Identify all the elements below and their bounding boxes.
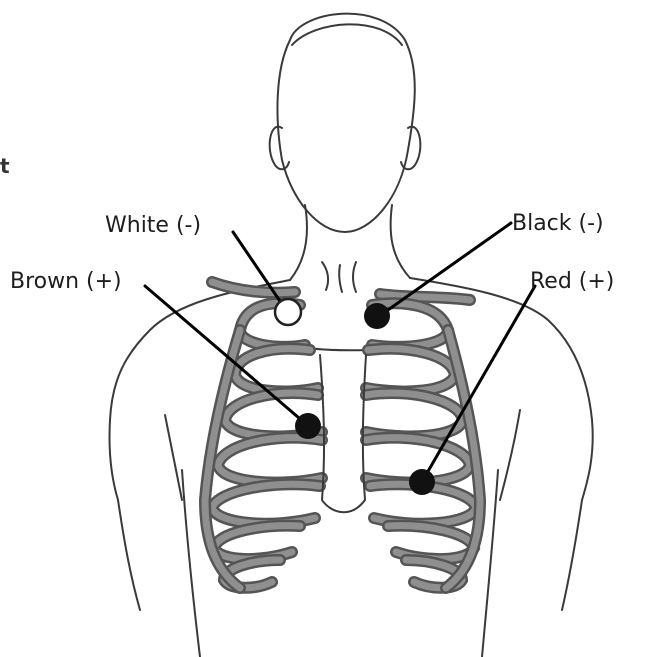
electrode-brown	[295, 413, 321, 439]
left-side-line	[165, 415, 182, 500]
right-side-line	[500, 410, 520, 500]
label-brown: Brown (+)	[10, 269, 122, 294]
right-arm	[562, 500, 582, 610]
left-arm	[118, 500, 140, 610]
neck-line-3	[339, 265, 342, 292]
left-ribs	[205, 303, 322, 588]
neck-line-2	[353, 262, 356, 292]
right-ribs	[366, 303, 480, 588]
label-white: White (-)	[105, 213, 201, 238]
electrode-black	[364, 303, 390, 329]
left-flank	[182, 470, 200, 657]
margin-fragment-text: t	[0, 154, 10, 178]
neck-left	[290, 205, 307, 280]
leader-white	[233, 232, 286, 310]
rib-cage	[205, 282, 480, 588]
electrode-white	[275, 299, 301, 325]
label-red: Red (+)	[530, 269, 614, 294]
label-black: Black (-)	[512, 211, 604, 236]
neck-right	[391, 205, 410, 278]
neck-line-1	[322, 262, 328, 290]
electrode-red	[409, 469, 435, 495]
torso-outline	[109, 14, 592, 657]
hairline	[292, 24, 402, 45]
head	[277, 14, 414, 232]
